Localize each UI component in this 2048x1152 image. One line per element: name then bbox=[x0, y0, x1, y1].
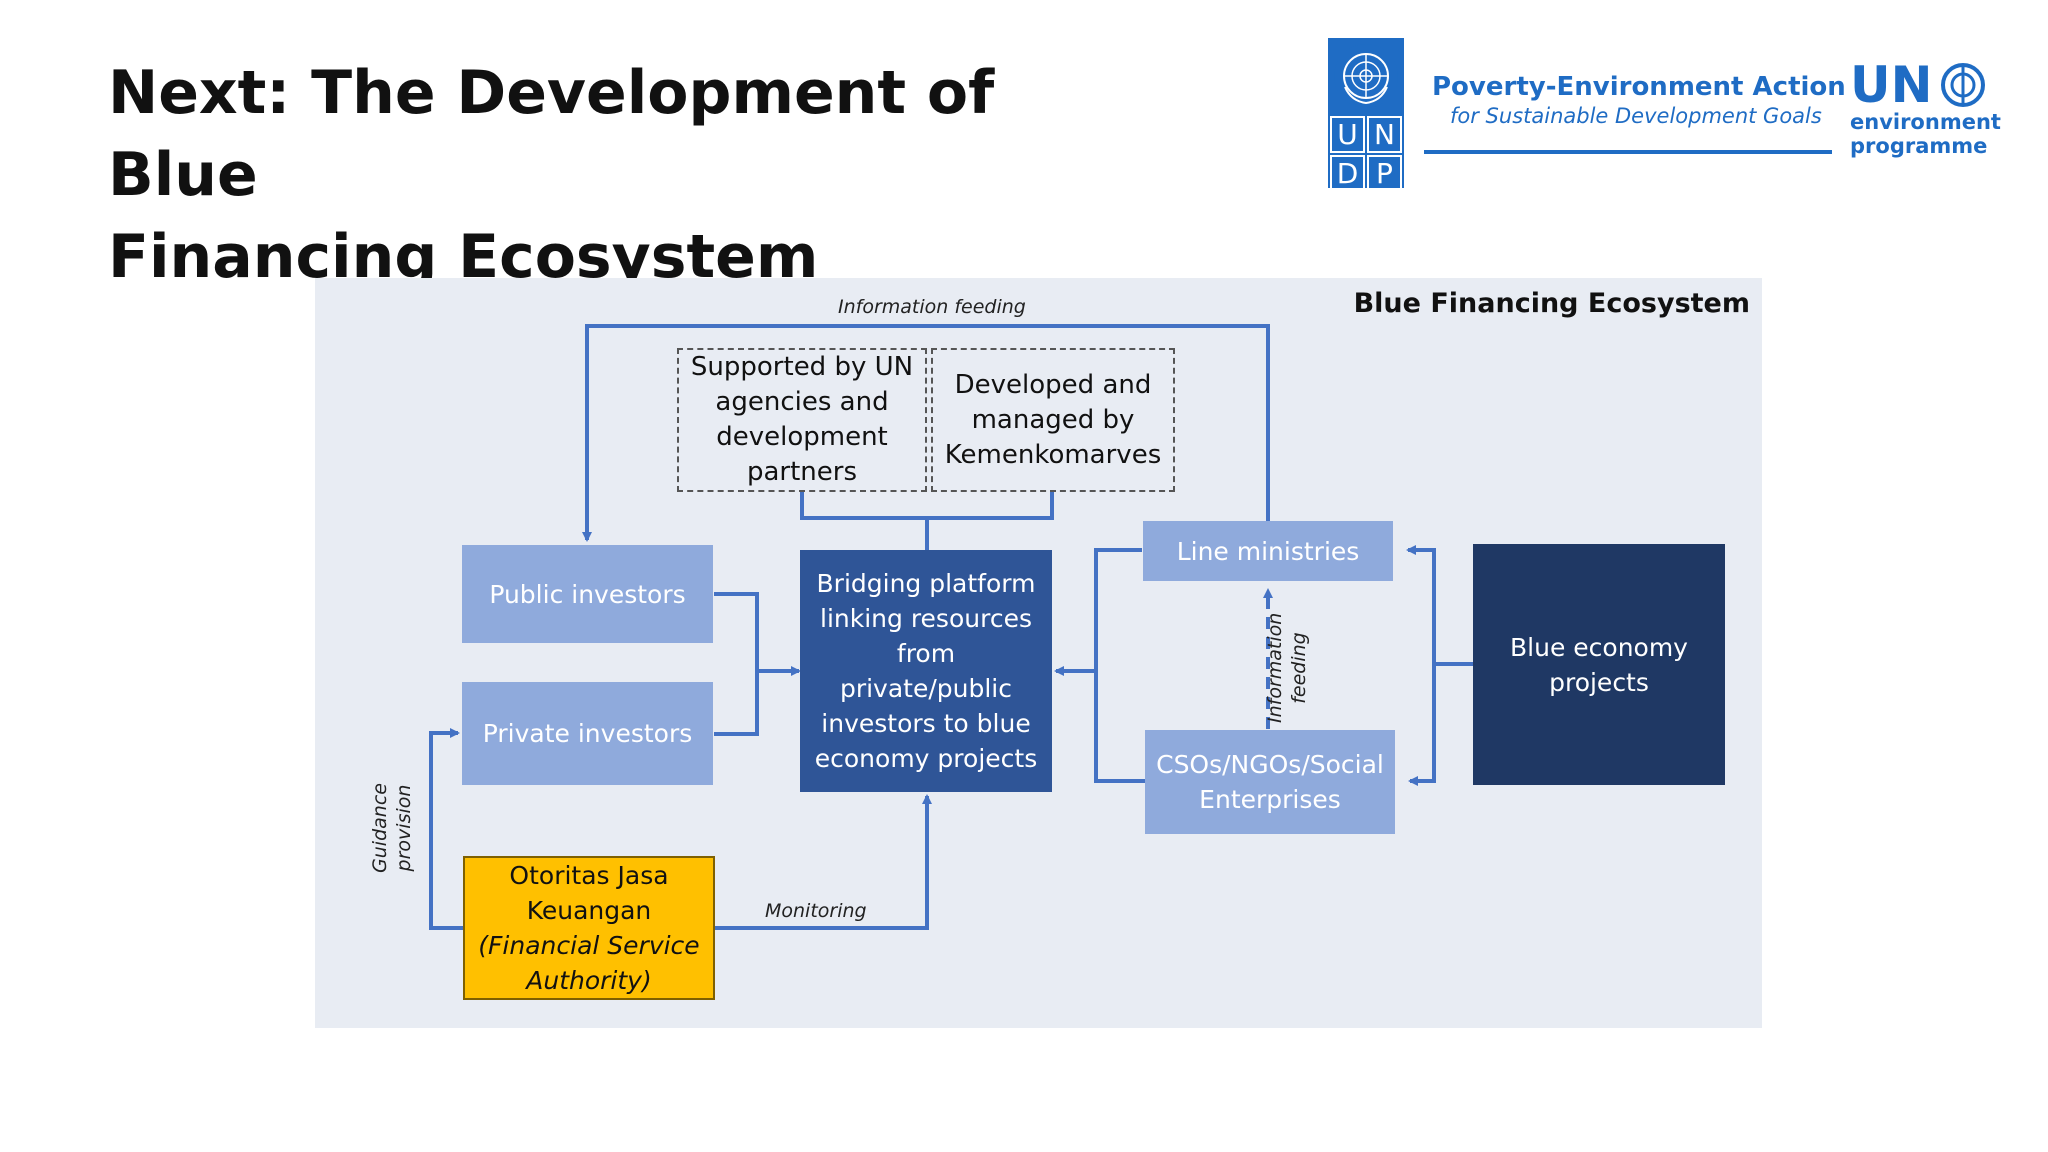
line-ministries-box: Line ministries bbox=[1143, 521, 1393, 581]
projects-to-ministries-connector bbox=[1406, 545, 1436, 664]
bridging-platform-box: Bridging platform linking resources from… bbox=[800, 550, 1052, 792]
diagram-connectors bbox=[429, 324, 1473, 930]
undp-letter: U bbox=[1330, 116, 1365, 153]
monitoring-connector bbox=[715, 794, 932, 930]
guidance-line2: provision bbox=[393, 784, 415, 872]
unep-logo: UN environment programme bbox=[1850, 60, 2001, 170]
unep-emblem-icon bbox=[1941, 63, 1986, 107]
undp-letters: U N D P bbox=[1328, 114, 1404, 192]
unep-line2: programme bbox=[1850, 134, 1988, 158]
undp-letter: P bbox=[1367, 155, 1402, 192]
blue-economy-projects-box: Blue economy projects bbox=[1473, 544, 1725, 785]
pea-logo: Poverty-Environment Action for Sustainab… bbox=[1420, 72, 1846, 162]
guidance-connector bbox=[429, 728, 463, 930]
private-investors-box: Private investors bbox=[462, 682, 713, 785]
info-feeding-vertical-line1: Information bbox=[1264, 612, 1286, 723]
developed-by-box: Developed and managed by Kemenkomarves bbox=[931, 348, 1175, 492]
csos-box: CSOs/NGOs/Social Enterprises bbox=[1145, 730, 1395, 834]
un-emblem-icon bbox=[1334, 44, 1398, 108]
pea-title: Poverty-Environment Action bbox=[1432, 72, 1846, 102]
unep-un: UN bbox=[1850, 60, 2000, 110]
undp-letter: N bbox=[1367, 116, 1402, 153]
public-investors-connector bbox=[714, 592, 759, 736]
ojk-line4: Authority) bbox=[526, 966, 652, 995]
projects-to-csos-connector bbox=[1408, 664, 1436, 786]
unep-line1: environment bbox=[1850, 110, 2001, 134]
unep-un-text: UN bbox=[1850, 56, 1933, 114]
undp-letter: D bbox=[1330, 155, 1365, 192]
undp-logo: U N D P bbox=[1328, 38, 1404, 192]
slide-title-line1: Next: The Development of Blue bbox=[108, 58, 995, 210]
info-feeding-vertical-label: Information feeding bbox=[1263, 613, 1311, 723]
diagram-title: Blue Financing Ecosystem bbox=[1353, 288, 1750, 319]
ojk-line3: (Financial Service bbox=[478, 931, 700, 960]
guidance-provision-label: Guidance provision bbox=[368, 778, 416, 878]
pea-subtitle: for Sustainable Development Goals bbox=[1450, 104, 1822, 128]
blue-financing-diagram: Blue Financing Ecosystem bbox=[315, 278, 1762, 1028]
monitoring-label: Monitoring bbox=[765, 900, 867, 922]
info-feeding-top-connector bbox=[582, 324, 1270, 542]
ojk-box: Otoritas Jasa Keuangan (Financial Servic… bbox=[463, 856, 715, 1000]
ministries-csos-connector bbox=[1094, 548, 1145, 783]
pea-underline bbox=[1424, 150, 1832, 154]
info-feeding-vertical-line2: feeding bbox=[1288, 632, 1310, 704]
guidance-line1: Guidance bbox=[369, 783, 391, 873]
info-feeding-top-label: Information feeding bbox=[838, 296, 1026, 318]
ojk-line2: Keuangan bbox=[526, 896, 652, 925]
supported-to-bridge-connector bbox=[800, 490, 1054, 520]
slide-title: Next: The Development of Blue Financing … bbox=[108, 52, 1108, 298]
supported-by-box: Supported by UN agencies and development… bbox=[677, 348, 927, 492]
public-investors-box: Public investors bbox=[462, 545, 713, 643]
ojk-line1: Otoritas Jasa bbox=[509, 861, 669, 890]
